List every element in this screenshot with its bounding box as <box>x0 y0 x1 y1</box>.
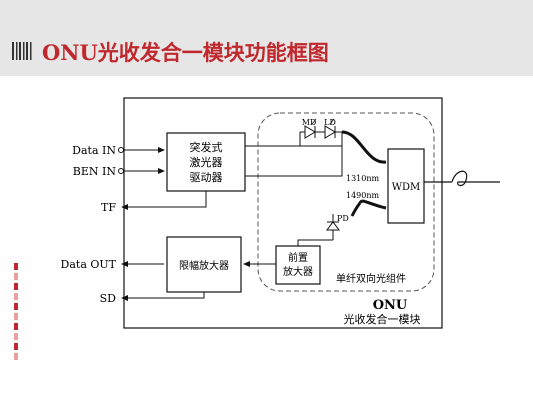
side-bar-segment <box>14 263 18 270</box>
driver-label-line3: 驱动器 <box>190 171 223 184</box>
preamp-block <box>275 245 321 285</box>
side-bar-segment <box>14 303 18 310</box>
fiber-1490 <box>358 199 387 210</box>
wl-1310-label: 1310nm <box>346 174 380 183</box>
wl-1490-label: 1490nm <box>346 191 380 200</box>
md-label: MD <box>302 118 317 127</box>
data-in-label: Data IN <box>72 144 116 157</box>
side-bar-segment <box>14 323 18 330</box>
limiting-amplifier-label: 限幅放大器 <box>179 259 229 272</box>
side-bar-segment <box>14 353 18 360</box>
preamp-label-line2: 放大器 <box>283 265 313 278</box>
title-bar: ONU光收发合一模块功能框图 <box>0 0 533 76</box>
ld-diode-icon <box>311 118 343 146</box>
side-decoration <box>14 263 18 363</box>
tf-wire <box>121 191 207 210</box>
driver-label-line2: 激光器 <box>190 155 223 169</box>
wdm-label: WDM <box>392 182 421 193</box>
data-in-port <box>118 147 124 153</box>
ld-label: LD <box>324 118 336 127</box>
module-label: 光收发合一模块 <box>344 312 421 326</box>
wdm-block <box>387 148 425 224</box>
barcode-icon <box>12 42 32 60</box>
side-bar-segment <box>14 273 18 280</box>
data-out-label: Data OUT <box>61 258 117 271</box>
tf-label: TF <box>101 201 116 214</box>
md-diode-icon <box>299 125 316 146</box>
side-bar-segment <box>14 293 18 300</box>
side-bar-segment <box>14 333 18 340</box>
module-border <box>123 97 443 329</box>
pd-to-preamp-wire <box>297 239 333 246</box>
fiber-1310 <box>341 130 387 164</box>
fiber-to-pd <box>350 202 362 217</box>
onu-label: ONU <box>373 298 408 313</box>
pd-diode-icon <box>326 214 340 240</box>
bidi-component-boundary <box>257 112 435 292</box>
ben-in-label: BEN IN <box>73 165 117 178</box>
preamp-label-line1: 前置 <box>288 251 308 264</box>
driver-label-line1: 突发式 <box>190 140 223 154</box>
pd-label: PD <box>337 214 349 223</box>
side-bar-segment <box>14 343 18 350</box>
driver-to-ld-wire <box>245 146 343 177</box>
bidi-component-label: 单纤双向光组件 <box>336 272 406 285</box>
side-bar-segment <box>14 313 18 320</box>
side-bar-segment <box>14 283 18 290</box>
page-title: ONU光收发合一模块功能框图 <box>42 40 329 65</box>
sd-wire <box>121 292 205 301</box>
fiber-loop-icon <box>451 170 500 187</box>
sd-label: SD <box>100 292 117 305</box>
ben-in-port <box>118 168 124 174</box>
